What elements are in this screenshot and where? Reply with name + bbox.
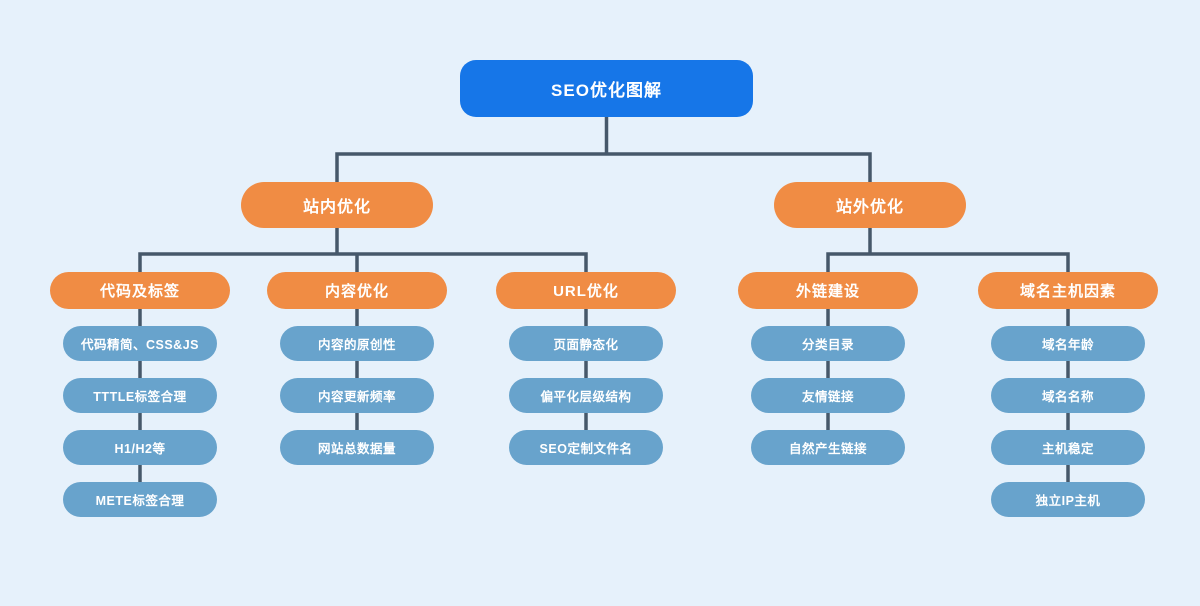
category-node-code-tags: 代码及标签 <box>50 272 230 309</box>
item-pill: 内容的原创性 <box>280 326 434 361</box>
item-pill: METE标签合理 <box>63 482 217 517</box>
item-pill: SEO定制文件名 <box>509 430 663 465</box>
branch-node-onsite: 站内优化 <box>241 182 433 228</box>
item-pill: 域名名称 <box>991 378 1145 413</box>
branch-node-offsite: 站外优化 <box>774 182 966 228</box>
item-pill: TTTLE标签合理 <box>63 378 217 413</box>
item-pill: 网站总数据量 <box>280 430 434 465</box>
item-pill: 页面静态化 <box>509 326 663 361</box>
category-node-domain-host: 域名主机因素 <box>978 272 1158 309</box>
root-node-seo: SEO优化图解 <box>460 60 753 117</box>
category-node-url: URL优化 <box>496 272 676 309</box>
category-node-content: 内容优化 <box>267 272 447 309</box>
category-node-backlinks: 外链建设 <box>738 272 918 309</box>
item-pill: 域名年龄 <box>991 326 1145 361</box>
item-pill: 主机稳定 <box>991 430 1145 465</box>
item-pill: 独立IP主机 <box>991 482 1145 517</box>
item-pill: 偏平化层级结构 <box>509 378 663 413</box>
item-pill: H1/H2等 <box>63 430 217 465</box>
item-pill: 分类目录 <box>751 326 905 361</box>
item-pill: 代码精简、CSS&JS <box>63 326 217 361</box>
item-pill: 内容更新频率 <box>280 378 434 413</box>
item-pill: 自然产生链接 <box>751 430 905 465</box>
item-pill: 友情链接 <box>751 378 905 413</box>
